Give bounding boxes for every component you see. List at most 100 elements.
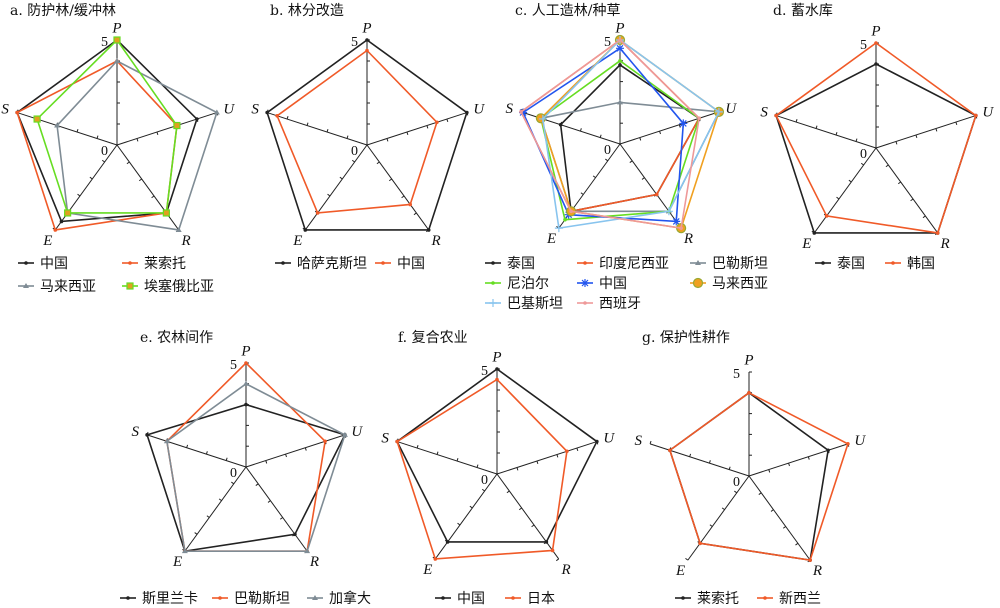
axis-tick (795, 119, 798, 123)
axis-tick (955, 121, 958, 126)
tick-label-max: 5 (860, 38, 867, 53)
legend-marker (681, 596, 685, 600)
legend-item: 哈萨克斯坦 (275, 256, 367, 272)
legend-marker (821, 261, 825, 265)
axis-tick (639, 137, 642, 141)
data-point (365, 48, 369, 53)
axis-label-U: U (982, 105, 994, 121)
tick-label-max: 5 (481, 364, 488, 379)
data-point (550, 548, 555, 553)
data-point (114, 58, 120, 63)
legend-marker (489, 299, 497, 307)
data-point (616, 44, 624, 53)
legend-marker (381, 261, 385, 265)
radar-chart-a: a. 防护林/缓冲林PURES05中国莱索托马来西亚埃塞俄比亚 (1, 3, 235, 295)
axis-tick (76, 129, 79, 133)
data-point (162, 209, 170, 217)
data-point (195, 117, 199, 121)
data-point (538, 114, 547, 123)
axis-tick (101, 159, 105, 163)
axis-label-S: S (634, 433, 642, 449)
data-point (935, 231, 940, 235)
axis-line-U (496, 441, 598, 475)
data-point (846, 442, 850, 446)
legend-marker (312, 595, 318, 600)
legend-item: 巴基斯坦 (485, 295, 563, 312)
axis-tick (156, 131, 159, 136)
tick-label-max: 5 (351, 35, 358, 50)
axis-tick (556, 454, 559, 458)
data-point (53, 228, 58, 232)
legend-marker (695, 260, 701, 265)
axis-tick (304, 447, 307, 451)
data-point (275, 113, 279, 118)
data-point (244, 402, 248, 407)
series-polygon (520, 38, 701, 213)
legend-marker (126, 282, 134, 290)
legend-label: 新西兰 (779, 591, 821, 607)
axis-line-S (396, 441, 498, 475)
chart-title: a. 防护林/缓冲林 (10, 3, 116, 19)
axis-tick (326, 129, 329, 133)
tick-label-max: 5 (604, 35, 611, 50)
axis-label-R: R (561, 562, 571, 578)
series-1 (275, 48, 439, 215)
series-1 (668, 391, 850, 562)
series-polygon (36, 38, 178, 214)
axis-tick (413, 212, 417, 216)
axis-tick (138, 178, 142, 182)
legend-marker (692, 277, 704, 289)
axis-tick (136, 138, 139, 142)
legend-label: 哈萨克斯坦 (297, 256, 367, 272)
tick-label-min: 0 (351, 144, 358, 159)
axis-tick (267, 500, 271, 503)
series-polygon (539, 59, 701, 221)
axis-label-U: U (603, 431, 615, 447)
axis-line-S (775, 115, 877, 149)
legend-label: 埃塞俄比亚 (144, 278, 214, 295)
axis-line-E (813, 147, 877, 234)
radar-chart-b: b. 林分改造PURES05哈萨克斯坦中国 (251, 3, 485, 272)
data-point (714, 107, 723, 116)
axis-line-U (748, 443, 849, 477)
data-point (565, 449, 569, 454)
legend-item: 巴勒斯坦 (690, 256, 768, 272)
axis-line-S (266, 112, 368, 146)
legend-label: 中国 (40, 256, 68, 272)
series-5 (535, 34, 725, 234)
legend-item: 巴勒斯坦 (212, 591, 290, 607)
legend-label: 泰国 (507, 256, 535, 272)
series-polygon (166, 382, 346, 552)
legend-label: 泰国 (837, 256, 865, 272)
axis-tick (910, 198, 914, 202)
tick-label-max: 5 (230, 358, 237, 373)
axis-tick (469, 505, 473, 509)
legend-item: 尼泊尔 (485, 276, 549, 292)
axis-tick (685, 557, 689, 561)
chart-title: g. 保护性耕作 (642, 329, 730, 346)
tick-label-min: 0 (481, 473, 488, 488)
series-1 (519, 38, 701, 214)
legend-label: 马来西亚 (712, 276, 768, 292)
axis-tick (151, 195, 155, 199)
legend-label: 韩国 (907, 256, 935, 272)
axis-line-U (245, 434, 346, 468)
data-point (664, 207, 673, 216)
axis-line-R (496, 473, 560, 560)
axis-label-E: E (546, 231, 556, 247)
legend-label: 巴勒斯坦 (234, 591, 290, 607)
axis-tick (531, 524, 535, 528)
data-point (181, 548, 188, 554)
legend-marker (281, 261, 285, 265)
series-polygon (775, 42, 977, 234)
data-point (465, 110, 469, 115)
axis-line-E (304, 144, 368, 231)
data-point (495, 367, 499, 371)
data-point (59, 219, 64, 224)
series-polygon (276, 49, 438, 214)
data-point (774, 113, 778, 118)
legend-item: 泰国 (485, 256, 535, 272)
axis-label-U: U (223, 102, 235, 118)
legend-item: 马来西亚 (18, 279, 96, 295)
axis-tick (457, 522, 461, 526)
